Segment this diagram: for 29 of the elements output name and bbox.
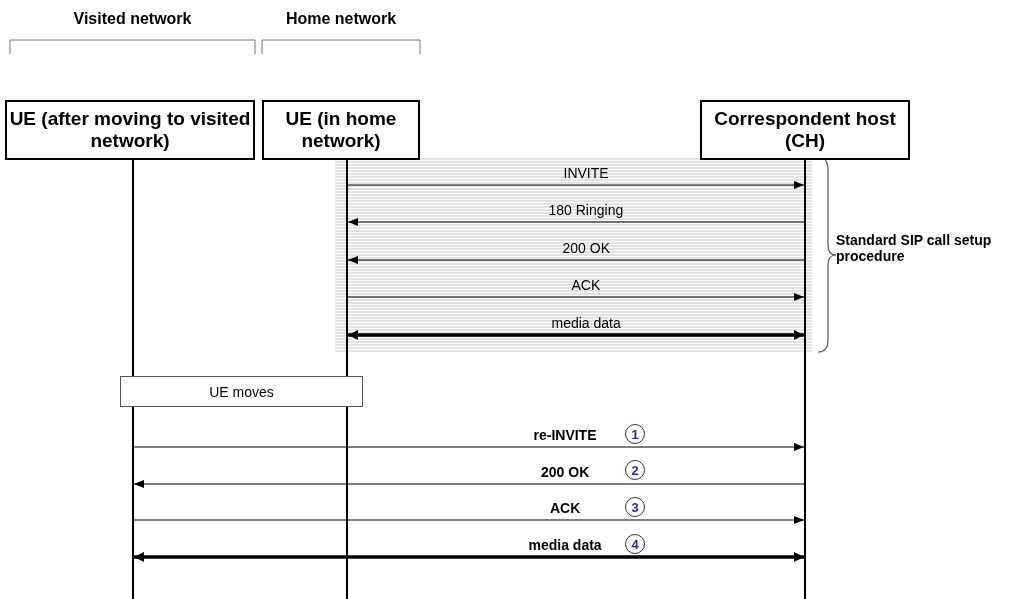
arrow xyxy=(347,256,805,264)
arrow xyxy=(133,443,805,451)
network-heading: Home network xyxy=(284,10,398,28)
message-label: INVITE xyxy=(563,165,609,181)
network-heading: Visited network xyxy=(72,10,193,28)
arrow xyxy=(348,330,804,340)
arrow xyxy=(134,552,804,562)
brace-note: Standard SIP call setup procedure xyxy=(836,232,993,264)
message-label: 200 OK xyxy=(562,240,610,256)
message-label: ACK xyxy=(550,500,581,516)
participant-box: Correspondent host (CH) xyxy=(700,100,910,160)
callout-number: 3 xyxy=(625,497,645,517)
message-label: media data xyxy=(551,315,621,331)
action-box: UE moves xyxy=(120,376,363,407)
participant-box: UE (in home network) xyxy=(262,100,420,160)
message-label: media data xyxy=(528,537,602,553)
message-label: ACK xyxy=(571,277,601,293)
message-label: re-INVITE xyxy=(533,427,597,443)
arrow xyxy=(347,181,805,189)
callout-number: 1 xyxy=(625,424,645,444)
arrow xyxy=(347,293,805,301)
participant-box: UE (after moving to visited network) xyxy=(5,100,255,160)
arrow xyxy=(133,480,805,488)
callout-number: 4 xyxy=(625,534,645,554)
message-label: 180 Ringing xyxy=(548,202,624,218)
callout-number: 2 xyxy=(625,460,645,480)
arrow xyxy=(347,218,805,226)
arrow xyxy=(133,516,805,524)
message-label: 200 OK xyxy=(541,464,590,480)
